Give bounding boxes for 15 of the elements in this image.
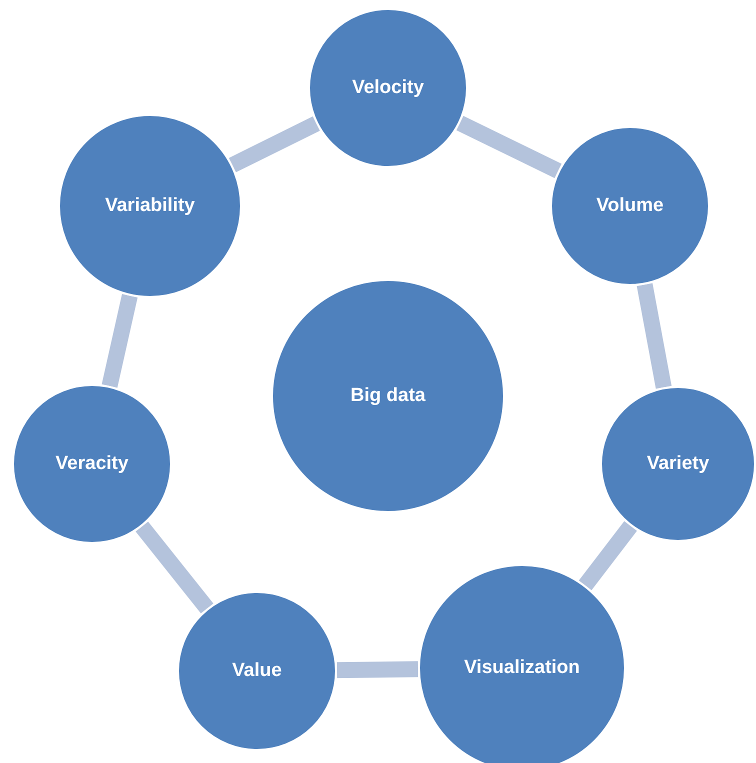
node-label: Big data [350, 385, 426, 407]
node-label: Volume [596, 195, 664, 217]
node-label: Variability [105, 195, 195, 217]
connector-band [102, 294, 138, 388]
connector-band [456, 116, 562, 178]
connector-band [136, 522, 214, 614]
node-label: Variety [646, 453, 710, 475]
connector-band [636, 283, 672, 389]
connector-band [336, 661, 418, 678]
connector-band [228, 116, 320, 172]
connector-band [578, 521, 637, 590]
node-label: Value [232, 660, 282, 682]
node-label: Visualization [464, 657, 580, 679]
node-label: Velocity [352, 77, 424, 99]
node-label: Veracity [56, 453, 128, 475]
